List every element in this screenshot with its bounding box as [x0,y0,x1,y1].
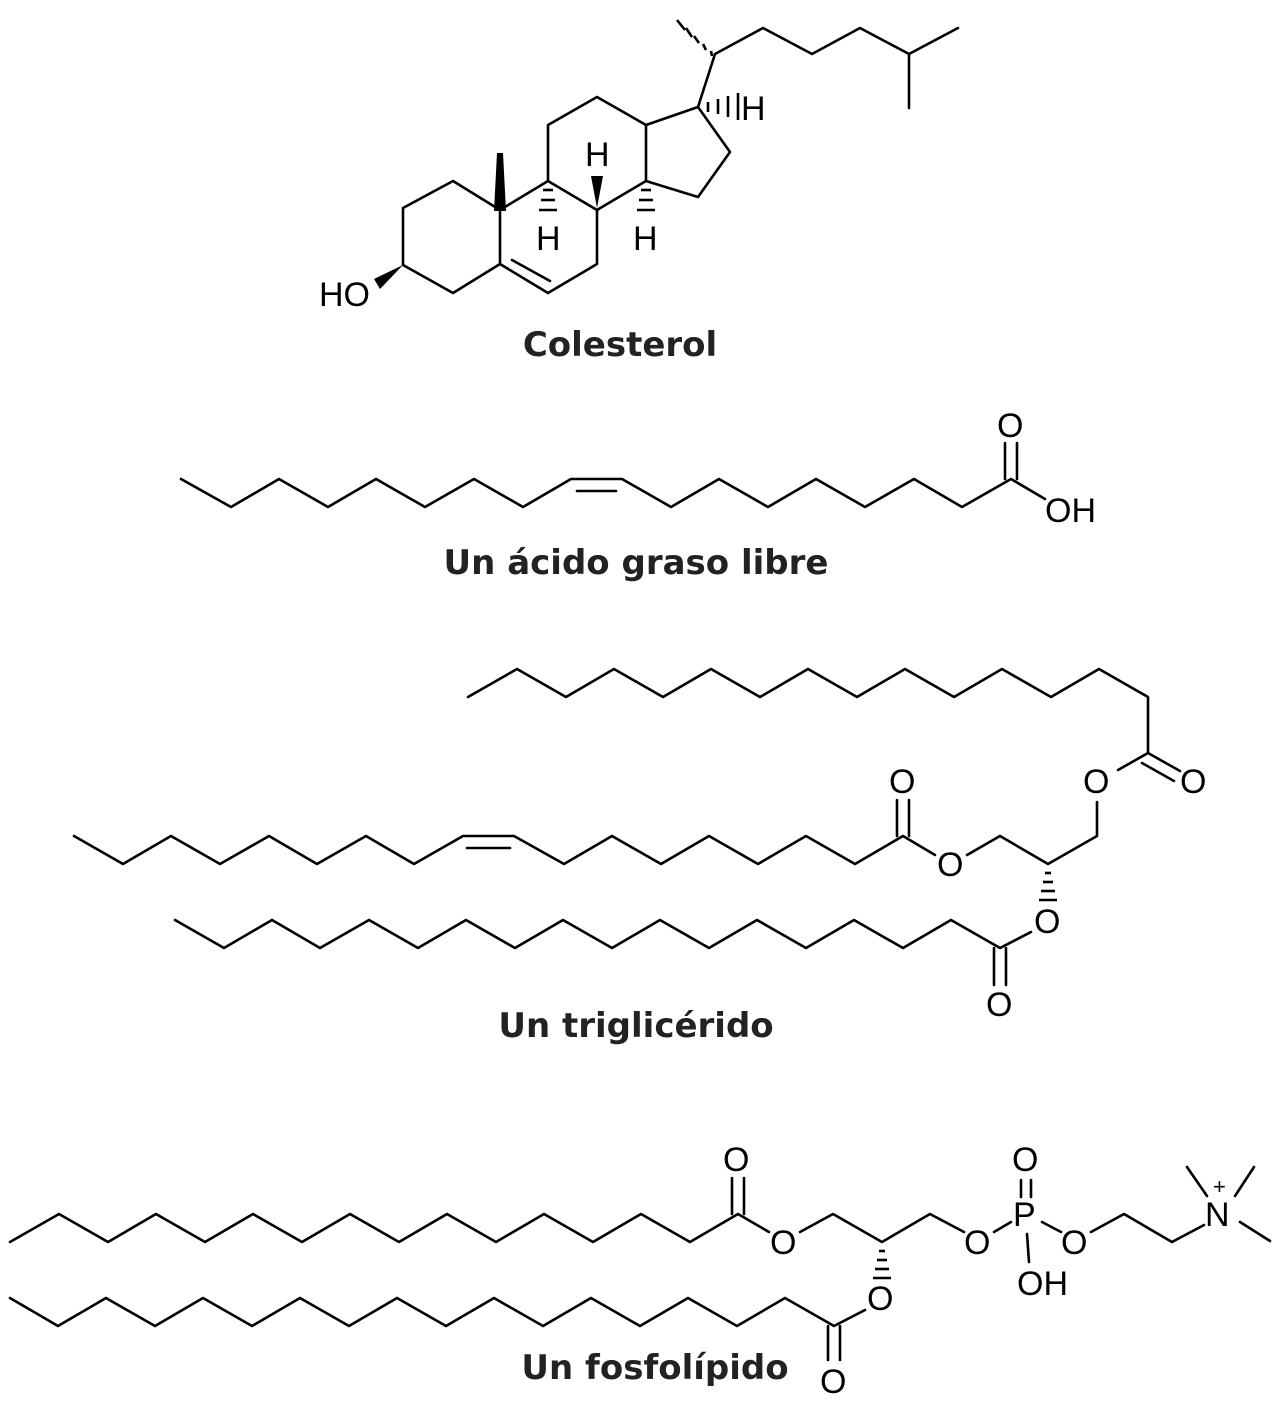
atom-label: O [1083,763,1109,801]
triglyceride-structure: O O O O O O [72,667,1206,1024]
atom-label: H [633,220,658,258]
charge-label: + [1213,1174,1226,1199]
atom-label: O [770,1224,796,1262]
atom-label: O [986,986,1012,1024]
atom-label: O [1012,1141,1038,1179]
atom-label: O [723,1141,749,1179]
atom-label: N [1205,1196,1230,1234]
atom-label: O [1180,763,1206,801]
caption-phospholipid: Un fosfolípido [521,1348,788,1388]
atom-label: HO [319,276,370,314]
atom-label: H [536,220,561,258]
atom-label: OH [1045,492,1096,530]
atom-label: O [867,1280,893,1318]
atom-label: P [1013,1196,1036,1234]
fatty-acid-structure: O OH [179,407,1096,530]
atom-label: O [937,846,963,884]
phospholipid-structure: O O O O O P O OH O N + [8,1141,1272,1401]
caption-cholesterol: Colesterol [523,325,717,365]
atom-label: H [585,136,610,174]
atom-label: O [889,763,915,801]
atom-label: O [1061,1224,1087,1262]
atom-label: OH [1017,1265,1068,1303]
atom-label: O [1034,903,1060,941]
atom-label: H [741,90,766,128]
caption-fatty-acid: Un ácido graso libre [444,543,829,583]
caption-triglyceride: Un triglicérido [498,1006,773,1046]
atom-label: O [820,1363,846,1401]
cholesterol-structure: HO H H H H [319,19,960,314]
atom-label: O [964,1224,990,1262]
atom-label: O [997,407,1023,445]
